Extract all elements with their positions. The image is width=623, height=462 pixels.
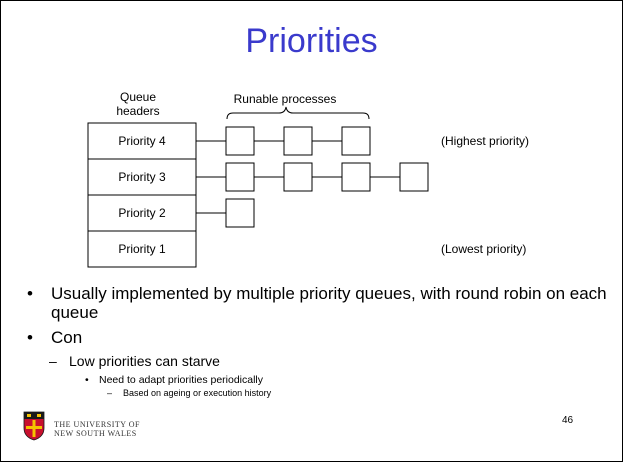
queue-headers-label-line1: Queue [120,90,156,104]
bullet-list: Usually implemented by multiple priority… [27,284,607,399]
queue-row: Priority 4 (Highest priority) [87,122,529,160]
queue-rows: Priority 4 (Highest priority) Priority 3 Pr… [87,122,529,268]
unsw-crest-logo [23,411,45,441]
queue-header-box [87,230,197,268]
queue-header-box [87,122,197,160]
process-box [341,162,371,192]
priority-note: (Highest priority) [441,134,529,148]
page-number: 46 [562,415,574,426]
runable-processes-label: Runable processes [234,92,337,106]
process-box [399,162,429,192]
sub-sub-bullet-item: Need to adapt priorities periodically [85,374,607,387]
queue-row: Priority 2 [87,194,255,232]
university-name-line1: THE UNIVERSITY OF [54,420,140,429]
process-box [341,126,371,156]
queue-row: Priority 1 (Lowest priority) [87,230,526,268]
process-box [225,162,255,192]
queue-header-label: Priority 2 [118,206,166,220]
university-name-line2: NEW SOUTH WALES [54,429,137,438]
priority-note: (Lowest priority) [441,242,526,256]
bullet-item: Usually implemented by multiple priority… [27,284,607,322]
sub-sub-sub-bullet-item: Based on ageing or execution history [107,387,607,399]
queue-header-label: Priority 4 [118,134,166,148]
process-box [225,126,255,156]
queue-headers-label-line2: headers [116,104,159,118]
runable-processes-brace [226,106,370,120]
bullet-item: Con [27,328,607,347]
queue-row: Priority 3 [87,158,429,196]
process-box [225,198,255,228]
sub-bullet-item: Low priorities can starve [41,353,607,370]
process-box [283,126,313,156]
university-name: THE UNIVERSITY OF NEW SOUTH WALES [54,420,140,438]
queue-header-label: Priority 1 [118,242,166,256]
priority-queue-diagram: Queue headers Runable processes Priority… [87,90,529,268]
slide-title: Priorities [245,22,378,60]
queue-header-label: Priority 3 [118,170,166,184]
process-box [283,162,313,192]
